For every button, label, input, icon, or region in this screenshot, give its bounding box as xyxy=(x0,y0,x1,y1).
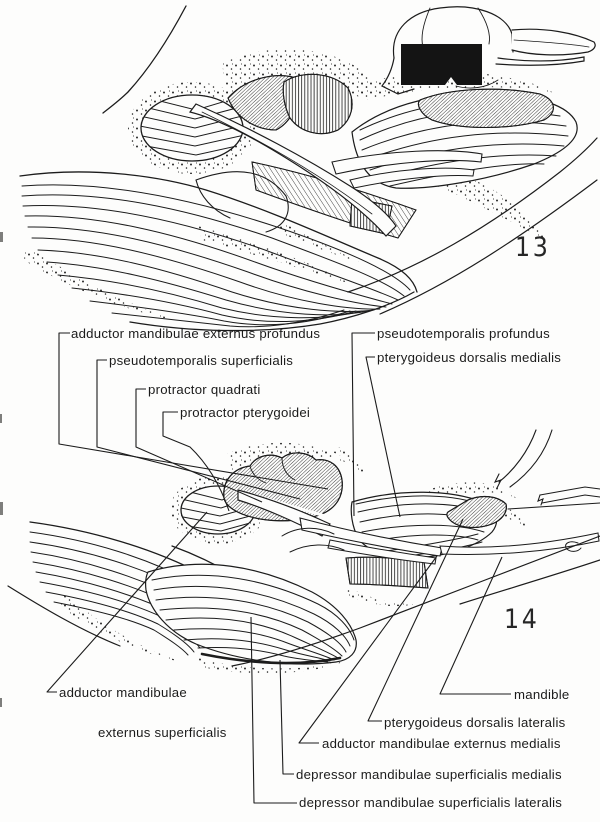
leader-protractor-quadrati xyxy=(135,388,263,503)
leader-pseudotemporalis-superficialis xyxy=(96,359,301,500)
fig14-depressor-muscle xyxy=(145,563,357,665)
fig13-articular-region xyxy=(195,171,289,233)
label-adductor-mandibulae-externus-medialis: adductor mandibulae externus medialis xyxy=(322,736,561,751)
fig13-postorbital-curve xyxy=(102,5,187,114)
scan-edge-artifact xyxy=(0,232,3,242)
leader-protractor-pterygoidei xyxy=(162,411,230,512)
label-adductor-mandibulae-line1: adductor mandibulae xyxy=(59,685,187,700)
label-pseudotemporalis-superficialis: pseudotemporalis superficialis xyxy=(109,353,294,368)
leader-mandible xyxy=(439,556,511,695)
label-pterygoideus-dorsalis-lateralis: pterygoideus dorsalis lateralis xyxy=(384,715,566,730)
scan-edge-artifact xyxy=(0,502,3,515)
fig13-superficial-adductor-fan xyxy=(19,171,418,332)
fig14-vertical-patch xyxy=(345,556,429,589)
fig14-leader-lines xyxy=(46,332,511,804)
scan-edge-artifact xyxy=(0,414,2,423)
figure14-drawing xyxy=(7,429,600,674)
leader-adductor-externus-profundus xyxy=(58,332,329,490)
fig13-skull xyxy=(381,6,596,95)
fig14-beak-curves xyxy=(493,429,600,510)
fig13-neck-outline xyxy=(347,137,598,315)
leader-adductor-externus-medialis xyxy=(298,555,438,744)
label-adductor-mandibulae-externus-profundus: adductor mandibulae externus profundus xyxy=(71,326,321,341)
label-pterygoideus-dorsalis-medialis: pterygoideus dorsalis medialis xyxy=(377,350,562,365)
figure-14-number: 14 xyxy=(504,604,540,635)
label-depressor-mandibulae-superficialis-lateralis: depressor mandibulae superficialis later… xyxy=(299,795,563,810)
label-depressor-mandibulae-superficialis-medialis: depressor mandibulae superficialis media… xyxy=(296,767,562,782)
label-adductor-mandibulae-line2: externus superficialis xyxy=(98,725,227,740)
leader-depressor-lateralis xyxy=(250,616,297,804)
fig14-pterygoideus-dorsalis-patch xyxy=(446,495,507,529)
scan-edge-artifact xyxy=(0,698,2,707)
fig14-bone-bands xyxy=(237,489,600,565)
figure13-drawing xyxy=(19,5,598,332)
fig13-jugal-bone-band xyxy=(188,103,483,237)
fig13-deep-adductor-mass xyxy=(227,73,353,135)
leader-adductor-superficialis xyxy=(46,511,208,693)
label-protractor-pterygoidei: protractor pterygoidei xyxy=(180,405,311,420)
leader-depressor-medialis xyxy=(279,659,294,775)
fig14-lower-outlines xyxy=(231,535,600,667)
leader-pterygoideus-dorsalis-lateralis xyxy=(367,518,464,722)
leader-pterygoideus-dorsalis-medialis xyxy=(365,356,401,518)
figure-13-number: 13 xyxy=(515,232,551,263)
fig13-censor-black-rectangle xyxy=(401,44,482,85)
leader-pseudotemporalis-profundus xyxy=(351,332,375,517)
label-mandible: mandible xyxy=(514,687,570,702)
label-pseudotemporalis-profundus: pseudotemporalis profundus xyxy=(377,326,550,341)
label-protractor-quadrati: protractor quadrati xyxy=(148,382,261,397)
